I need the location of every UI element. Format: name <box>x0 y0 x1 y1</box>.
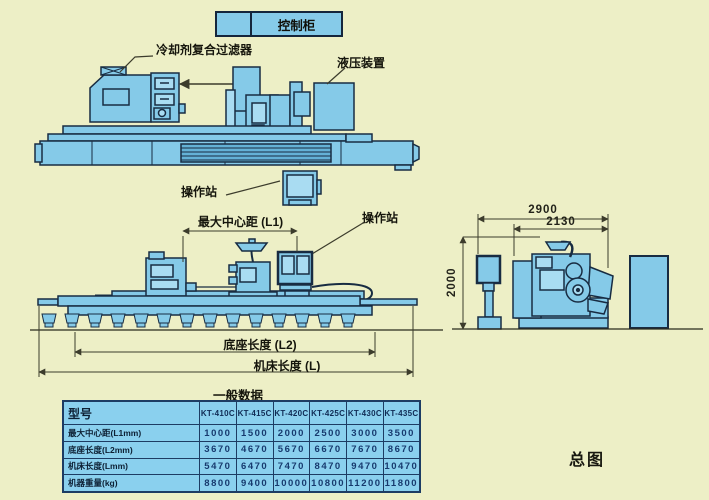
value-cell: 5470 <box>199 457 237 476</box>
value-cell: 2000 <box>272 424 311 442</box>
row-label-cell: 机床长度(Lmm) <box>62 457 200 476</box>
row-label-cell: 底座长度(L2mm) <box>62 440 200 459</box>
table-row: 机床长度(Lmm) 5470 6470 7470 8470 9470 10470 <box>62 457 421 476</box>
value-cell: 3000 <box>346 424 384 442</box>
value-cell: 10470 <box>382 457 421 476</box>
value-cell: 11200 <box>346 474 384 493</box>
table-row: 最大中心距(L1mm) 1000 1500 2000 2500 3000 350… <box>62 424 421 442</box>
hydraulic-unit-box <box>313 82 355 131</box>
top-view-machine <box>34 66 420 206</box>
dimension-l2 <box>74 332 376 357</box>
row-label-cell: 机器重量(kg) <box>62 474 200 493</box>
control-cabinet-left-cell <box>217 13 252 35</box>
value-cell: 6670 <box>309 440 347 459</box>
value-cell: 1000 <box>199 424 237 442</box>
side-dimensions <box>459 214 609 330</box>
value-cell: 3500 <box>382 424 421 442</box>
hydraulic-leader <box>326 67 346 85</box>
model-cell: KT-420C <box>272 400 311 426</box>
value-cell: 2500 <box>309 424 347 442</box>
drawing-title: 总图 <box>569 452 606 469</box>
front-view-machine <box>30 238 443 331</box>
side-cabinet-box <box>629 255 669 329</box>
model-cell: KT-430C <box>346 400 384 426</box>
operator-station-plan <box>282 170 322 206</box>
side-view-machine <box>452 240 703 330</box>
value-cell: 8670 <box>382 440 421 459</box>
value-cell: 1500 <box>235 424 274 442</box>
bed-front <box>37 295 418 328</box>
pedestal-station <box>475 254 502 330</box>
dimension-2000 <box>459 236 540 330</box>
dimension-2000-label: 2000 <box>446 267 458 297</box>
dimension-l1 <box>182 227 298 262</box>
dimension-l1-label: 最大中心距 (L1) <box>197 215 284 229</box>
control-cabinet-box: 控制柜 <box>215 11 343 37</box>
spec-table: 型号 KT-410C KT-415C KT-420C KT-425C KT-43… <box>62 400 421 493</box>
operator-station-front-label: 操作站 <box>362 211 399 225</box>
front-dimensions <box>38 227 414 377</box>
value-cell: 10800 <box>309 474 347 493</box>
dimension-2900-label: 2900 <box>528 204 558 216</box>
value-cell: 11800 <box>382 474 421 493</box>
hydraulic-unit-label: 液压装置 <box>337 56 386 70</box>
dimension-l <box>38 306 414 377</box>
value-cell: 8800 <box>199 474 237 493</box>
value-cell: 10000 <box>272 474 311 493</box>
table-header-row: 型号 KT-410C KT-415C KT-420C KT-425C KT-43… <box>62 400 421 426</box>
leader-lines <box>119 55 364 258</box>
operator1-leader <box>225 180 281 196</box>
dimension-l-label: 机床长度 (L) <box>253 359 321 373</box>
machine-side-body <box>512 240 614 329</box>
table-row: 机器重量(kg) 8800 9400 10000 10800 11200 118… <box>62 474 421 493</box>
headstock <box>145 251 236 297</box>
operator2-leader <box>306 222 364 258</box>
value-cell: 9400 <box>235 474 274 493</box>
dimension-l2-label: 底座长度 (L2) <box>223 338 297 352</box>
coolant-filter-unit <box>89 66 186 123</box>
value-cell: 9470 <box>346 457 384 476</box>
value-cell: 4670 <box>235 440 274 459</box>
model-cell: KT-425C <box>309 400 347 426</box>
model-cell: KT-435C <box>382 400 421 426</box>
coolant-filter-leader <box>119 55 154 73</box>
value-cell: 7670 <box>346 440 384 459</box>
value-cell: 7470 <box>272 457 311 476</box>
value-cell: 3670 <box>199 440 237 459</box>
model-cell: KT-410C <box>199 400 237 426</box>
model-header-cell: 型号 <box>62 400 200 426</box>
coolant-filter-label: 冷却剂复合过滤器 <box>156 43 253 57</box>
dimension-2130 <box>513 224 609 256</box>
bed-plan <box>34 125 420 171</box>
wheelhead-front <box>228 261 278 301</box>
value-cell: 6470 <box>235 457 274 476</box>
row-label-cell: 最大中心距(L1mm) <box>62 424 200 442</box>
model-cell: KT-415C <box>235 400 274 426</box>
value-cell: 8470 <box>309 457 347 476</box>
operator-station-top-label: 操作站 <box>181 185 218 199</box>
value-cell: 5670 <box>272 440 311 459</box>
dimension-2900 <box>477 214 609 268</box>
dimension-2130-label: 2130 <box>546 216 576 228</box>
lamp-shade-side <box>544 241 572 251</box>
work-lamp <box>234 238 269 264</box>
control-cabinet-label: 控制柜 <box>277 18 316 33</box>
table-row: 底座长度(L2mm) 3670 4670 5670 6670 7670 8670 <box>62 440 421 459</box>
